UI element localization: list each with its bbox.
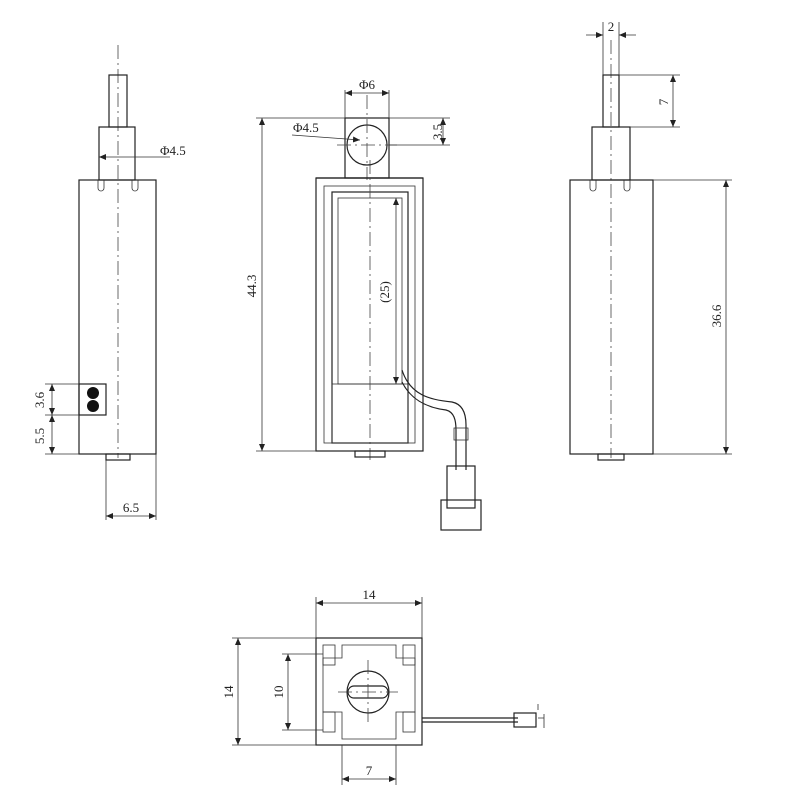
left-dim-3-6: 3.6 [32,391,47,408]
right-dim-2: 2 [608,19,615,34]
bottom-dim-7: 7 [366,763,373,778]
left-dim-5-5: 5.5 [32,428,47,444]
bottom-dim-10: 10 [271,686,286,699]
right-dim-36-6: 36.6 [709,304,724,327]
center-phi6-label: Φ6 [359,77,376,92]
right-side-view: 2 7 36.6 [569,19,732,461]
center-phi45-label: Φ4.5 [293,120,319,135]
bottom-end-view: 14 14 10 7 [221,587,545,785]
left-dim-6-5: 6.5 [123,500,139,515]
bottom-dim-14-left: 14 [221,685,236,699]
left-phi45-label: Φ4.5 [160,143,186,158]
center-front-view: Φ6 Φ4.5 3.5 (25) 44.3 [244,77,482,531]
left-side-view: Φ4.5 3.6 5.5 6.5 [32,45,186,520]
center-dim-25: (25) [377,281,392,303]
center-dim-3-5: 3.5 [430,124,445,140]
center-dim-44-3: 44.3 [244,275,259,298]
right-dim-7: 7 [656,98,671,105]
bottom-dim-14-top: 14 [363,587,377,602]
